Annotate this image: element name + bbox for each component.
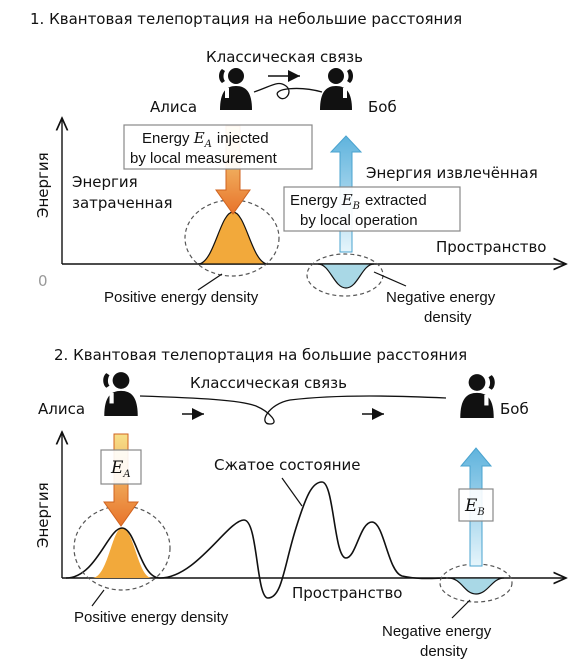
panel2-squeezed-wave [65,481,447,599]
panel1-origin-label: 0 [38,272,48,290]
panel1-injected-line2: by local measurement [130,150,278,167]
panel1-positive-circle [184,199,280,277]
panel1-negative-circle [306,253,384,297]
panel2-y-axis-label: Энергия [34,482,52,548]
panel1-energy-spent-line2: затраченная [72,194,173,212]
panel1-positive-bump [197,211,269,265]
panel1-x-axis-label: Пространство [436,238,547,256]
panel1-extracted-box [283,186,461,232]
alice-icon [103,372,138,416]
panel2-negative-label-line2: density [420,643,468,660]
panel2-eb-box [458,488,494,522]
panel2-alice-label: Алиса [38,400,85,418]
panel1-link-wire [253,82,323,100]
panel1-negative-label-line2: density [424,309,472,326]
panel1-negative-dip [317,263,375,289]
panel1-positive-label: Positive energy density [104,289,259,306]
panel2-negative-dip [447,577,505,595]
panel2-eb-label: EB [464,496,485,518]
panel2-negative-label-line1: Negative energy [382,623,492,640]
bob-icon [320,68,353,110]
bob-icon [460,374,495,418]
panel1-alice-label: Алиса [150,98,197,116]
panel2-positive-bump [92,528,152,578]
panel1-negative-label-line1: Negative energy [386,289,496,306]
panel2-classical-link-label: Классическая связь [190,374,347,392]
panel1-bob-label: Боб [368,98,397,116]
panel2-positive-label: Positive energy density [74,609,229,626]
panel1-positive-pointer [197,273,223,291]
panel1-y-axis-label: Энергия [34,152,52,218]
panel2-link-wire [139,395,447,425]
panel2-ea-box [100,449,142,485]
panel2-squeezed-label: Сжатое состояние [214,456,360,474]
panel2-squeezed-pointer [281,477,303,507]
panel1-injected-box [123,124,313,170]
panel1-extracted-line2: by local operation [300,212,418,229]
panel1-energy-spent-line1: Энергия [72,173,138,191]
panel2-negative-circle [439,563,513,603]
panel2-positive-pointer [91,589,105,607]
panel1-energy-extracted-label: Энергия извлечённая [366,164,538,182]
panel2-negative-pointer [451,599,471,619]
alice-icon [219,68,252,110]
panel2-ea-label: EA [110,458,131,480]
panel2-title: 2. Квантовая телепортация на большие рас… [54,346,467,364]
panel2-x-axis-label: Пространство [292,584,403,602]
panel1-classical-link-label: Классическая связь [206,48,363,66]
panel2-bob-label: Боб [500,400,529,418]
panel1-title: 1. Квантовая телепортация на небольшие р… [30,10,462,28]
panel1-negative-pointer [373,271,407,287]
